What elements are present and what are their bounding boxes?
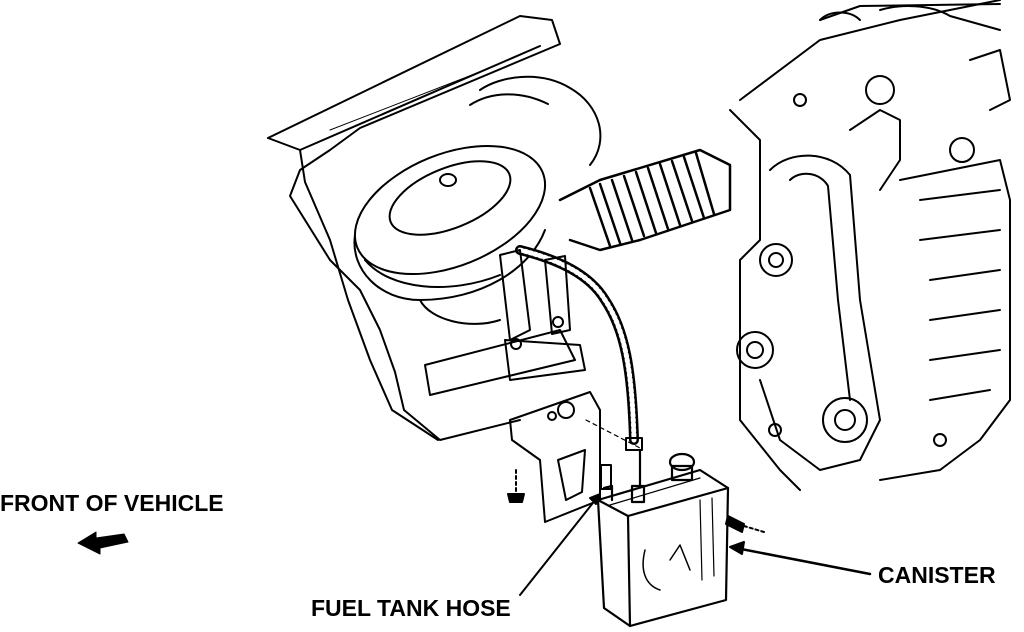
- fuel-tank-hose-stub: [600, 464, 612, 490]
- intake-bellows: [558, 148, 732, 252]
- canister-label: CANISTER: [878, 562, 996, 588]
- vapor-hose: [515, 245, 643, 451]
- air-cleaner: [353, 75, 602, 325]
- canister-bracket: [499, 249, 601, 523]
- alignment-line: [585, 419, 641, 449]
- front-direction-arrow-icon: [77, 531, 129, 555]
- leader-arrow-icon: [729, 541, 872, 576]
- front-of-vehicle-label: FRONT OF VEHICLE: [0, 490, 224, 516]
- engine-block: [729, 0, 1011, 491]
- inner-fender-panel: [267, 15, 576, 441]
- leader-arrow-icon: [519, 493, 601, 596]
- fuel-tank-hose-label: FUEL TANK HOSE: [311, 595, 511, 621]
- charcoal-canister: [596, 448, 730, 628]
